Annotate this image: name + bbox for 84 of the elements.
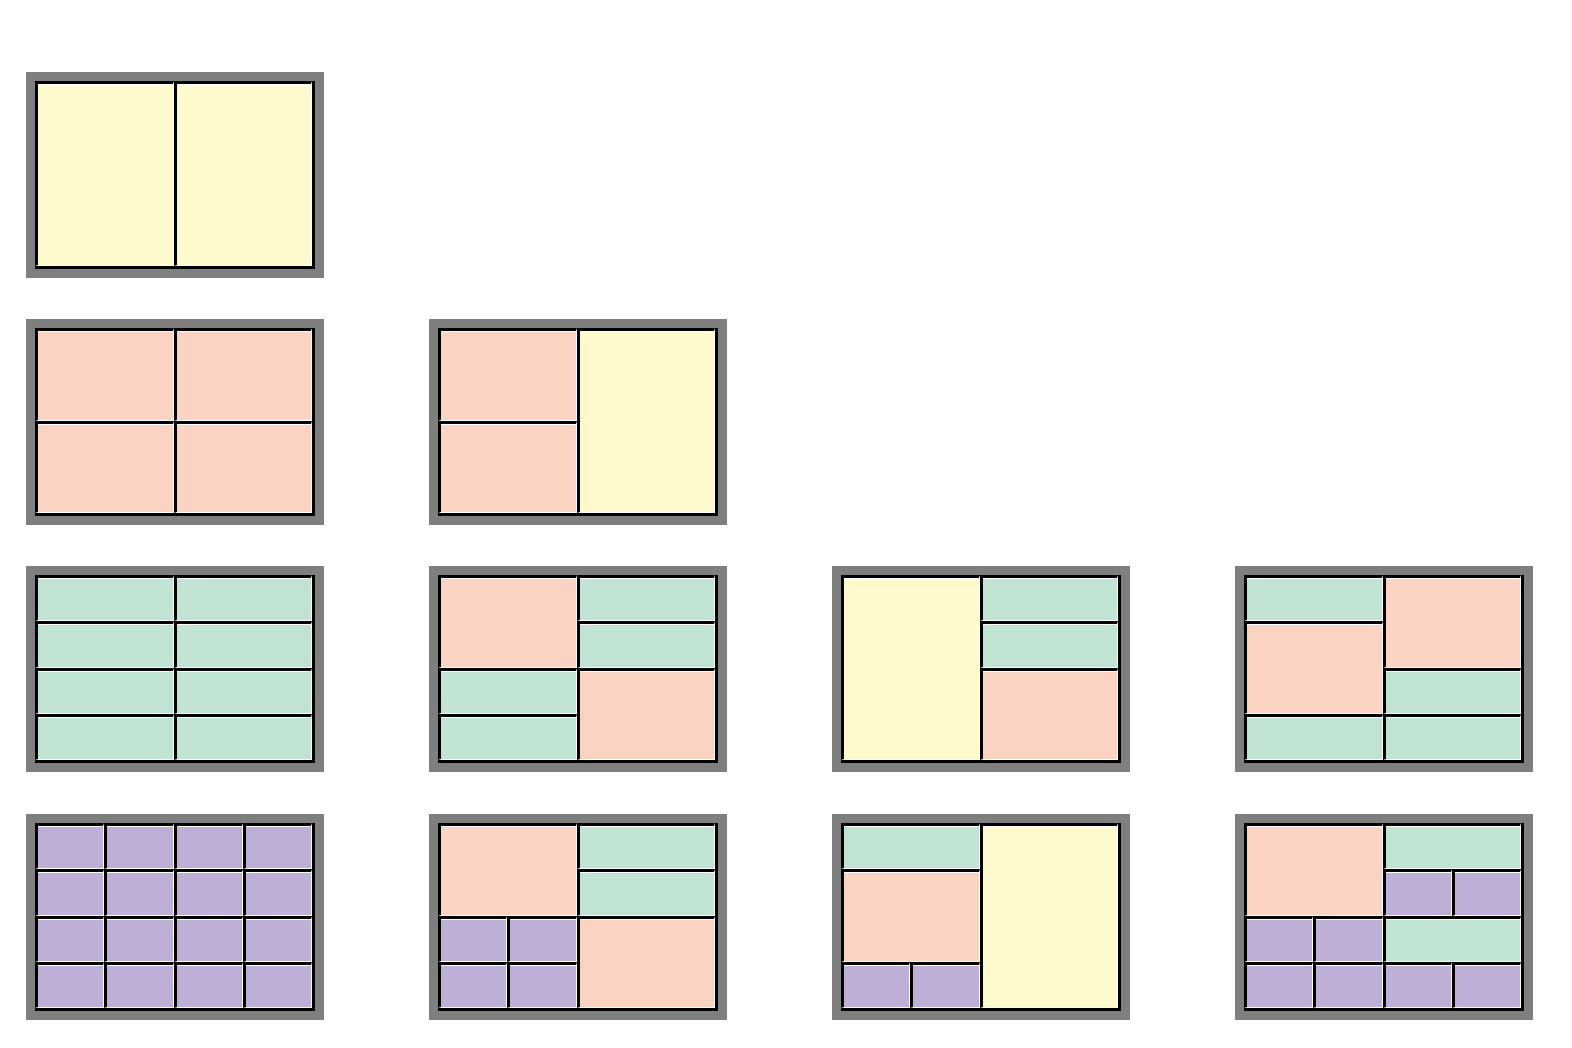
tile	[1382, 667, 1521, 714]
tile	[1382, 869, 1452, 916]
tile	[173, 961, 243, 1008]
tiling-frame	[429, 319, 727, 525]
tile	[104, 869, 174, 916]
tile	[35, 328, 174, 421]
tile	[576, 915, 715, 1008]
tiling-frame	[26, 566, 324, 772]
tile	[173, 621, 312, 668]
tile	[35, 961, 105, 1008]
tile	[576, 869, 715, 916]
tile	[173, 713, 312, 760]
tile	[1451, 869, 1521, 916]
tile	[1313, 915, 1383, 962]
tile	[979, 621, 1118, 668]
tiling-frame	[429, 814, 727, 1020]
tile	[507, 915, 577, 962]
tile	[438, 915, 508, 962]
tile	[438, 667, 577, 714]
tile	[979, 575, 1118, 622]
tiling-frame	[1235, 814, 1533, 1020]
tile	[173, 869, 243, 916]
tile	[1244, 575, 1383, 622]
tile	[173, 328, 312, 421]
tile	[1451, 961, 1521, 1008]
tile	[438, 575, 577, 668]
tiling-frame	[832, 814, 1130, 1020]
tile	[242, 869, 312, 916]
tile	[1313, 961, 1383, 1008]
tile	[438, 328, 577, 421]
tile	[104, 823, 174, 870]
tile	[979, 823, 1118, 1008]
tile	[242, 915, 312, 962]
tile	[576, 823, 715, 870]
tile	[1244, 915, 1314, 962]
tile	[438, 420, 577, 513]
tile	[576, 621, 715, 668]
tile	[35, 667, 174, 714]
tile	[438, 713, 577, 760]
tile	[173, 81, 312, 266]
tile	[35, 869, 105, 916]
tile	[173, 823, 243, 870]
tile	[35, 823, 105, 870]
tiling-frame	[26, 814, 324, 1020]
tile	[242, 961, 312, 1008]
tile	[841, 961, 911, 1008]
tile	[35, 915, 105, 962]
tile	[173, 575, 312, 622]
tile	[35, 81, 174, 266]
tiling-frame	[1235, 566, 1533, 772]
tile	[173, 667, 312, 714]
tile	[1382, 961, 1452, 1008]
tile	[841, 823, 980, 870]
tile	[438, 961, 508, 1008]
tiling-frame	[26, 72, 324, 278]
tile	[1244, 961, 1314, 1008]
tile	[1382, 575, 1521, 668]
tile	[438, 823, 577, 916]
tile	[35, 420, 174, 513]
tile	[173, 915, 243, 962]
tile	[242, 823, 312, 870]
tiling-frame	[429, 566, 727, 772]
tile	[104, 961, 174, 1008]
tiling-frame	[26, 319, 324, 525]
tile	[1382, 915, 1521, 962]
tile	[1244, 621, 1383, 714]
tile	[841, 575, 980, 760]
tile	[1244, 713, 1383, 760]
tile	[507, 961, 577, 1008]
tile	[35, 575, 174, 622]
tile	[104, 915, 174, 962]
tile	[576, 328, 715, 513]
tile	[841, 869, 980, 962]
tile	[35, 713, 174, 760]
tile	[173, 420, 312, 513]
tile	[576, 575, 715, 622]
tile	[1382, 823, 1521, 870]
tile	[1244, 823, 1383, 916]
tile	[979, 667, 1118, 760]
tile	[576, 667, 715, 760]
tile	[910, 961, 980, 1008]
tile	[1382, 713, 1521, 760]
tile	[35, 621, 174, 668]
tiling-frame	[832, 566, 1130, 772]
